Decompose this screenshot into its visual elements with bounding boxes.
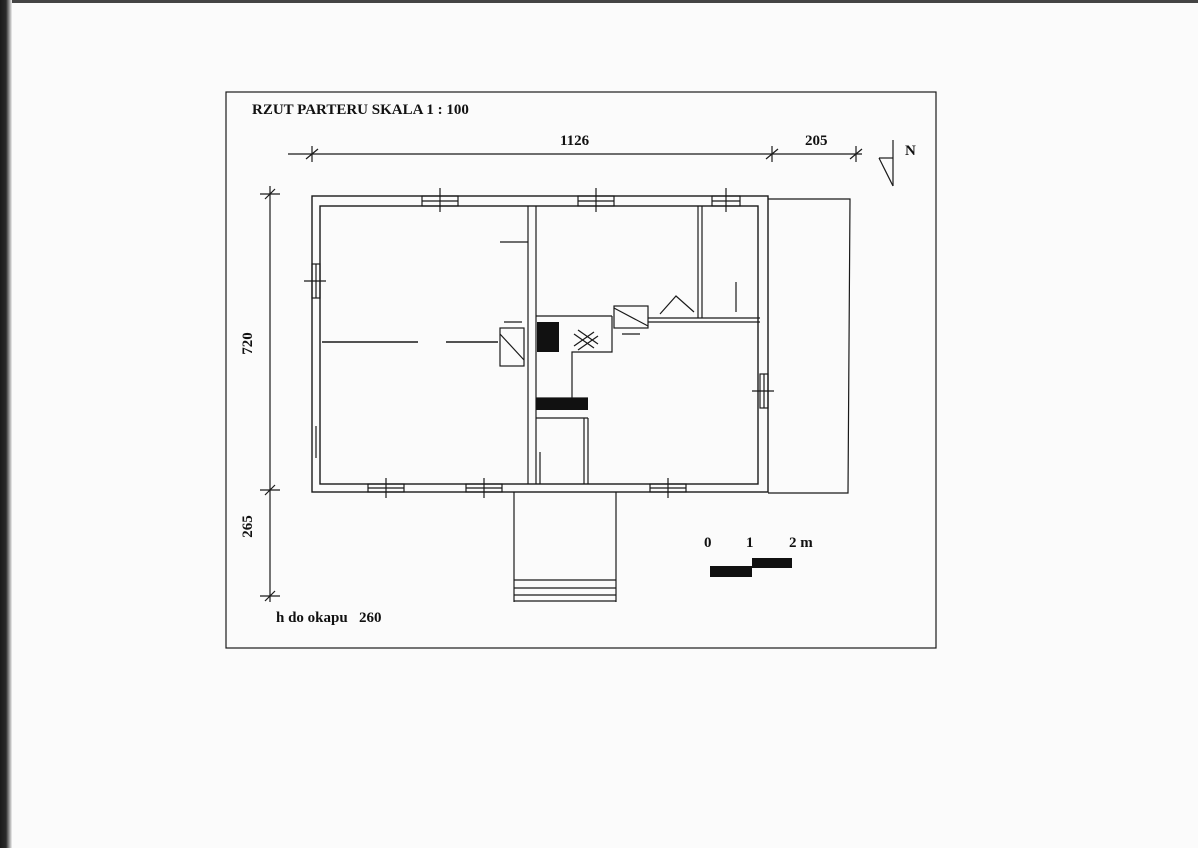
windows-side	[304, 263, 774, 409]
wall-block	[536, 398, 588, 410]
eave-height-note: h do okapu 260	[276, 610, 381, 627]
dimension-depth-porch: 265	[239, 515, 256, 538]
windows-top	[421, 188, 741, 212]
scale-bar-segment-2	[752, 558, 792, 568]
scan-edge-top	[0, 0, 1198, 3]
scale-label-0: 0	[704, 535, 712, 551]
north-arrow-icon	[878, 140, 894, 187]
stove-right	[613, 305, 649, 335]
dimension-width-main: 1126	[560, 133, 590, 149]
windows-bottom	[367, 478, 687, 498]
scale-label-1: 1	[746, 535, 754, 551]
dimension-line-top	[288, 146, 863, 162]
eave-height-label: h do okapu	[276, 610, 348, 626]
chimney-hatch	[573, 329, 599, 351]
scale-label-2: 2 m	[789, 535, 813, 551]
entrance-porch	[513, 492, 617, 602]
outer-walls	[311, 195, 769, 493]
drawing-title: RZUT PARTERU SKALA 1 : 100	[252, 102, 469, 118]
dimension-width-side: 205	[805, 133, 828, 149]
scale-bar-segment-1	[710, 566, 752, 577]
dimension-depth-main: 720	[239, 332, 256, 355]
stove-left	[499, 321, 525, 367]
chimney-block	[537, 322, 559, 352]
eave-height-value: 260	[358, 610, 382, 626]
scan-edge-left	[0, 0, 12, 848]
north-label: N	[905, 143, 916, 159]
sheet-frame	[225, 91, 937, 649]
dimension-line-left	[260, 186, 280, 602]
staircase-roof-detail	[659, 295, 695, 315]
side-annex	[768, 198, 851, 494]
